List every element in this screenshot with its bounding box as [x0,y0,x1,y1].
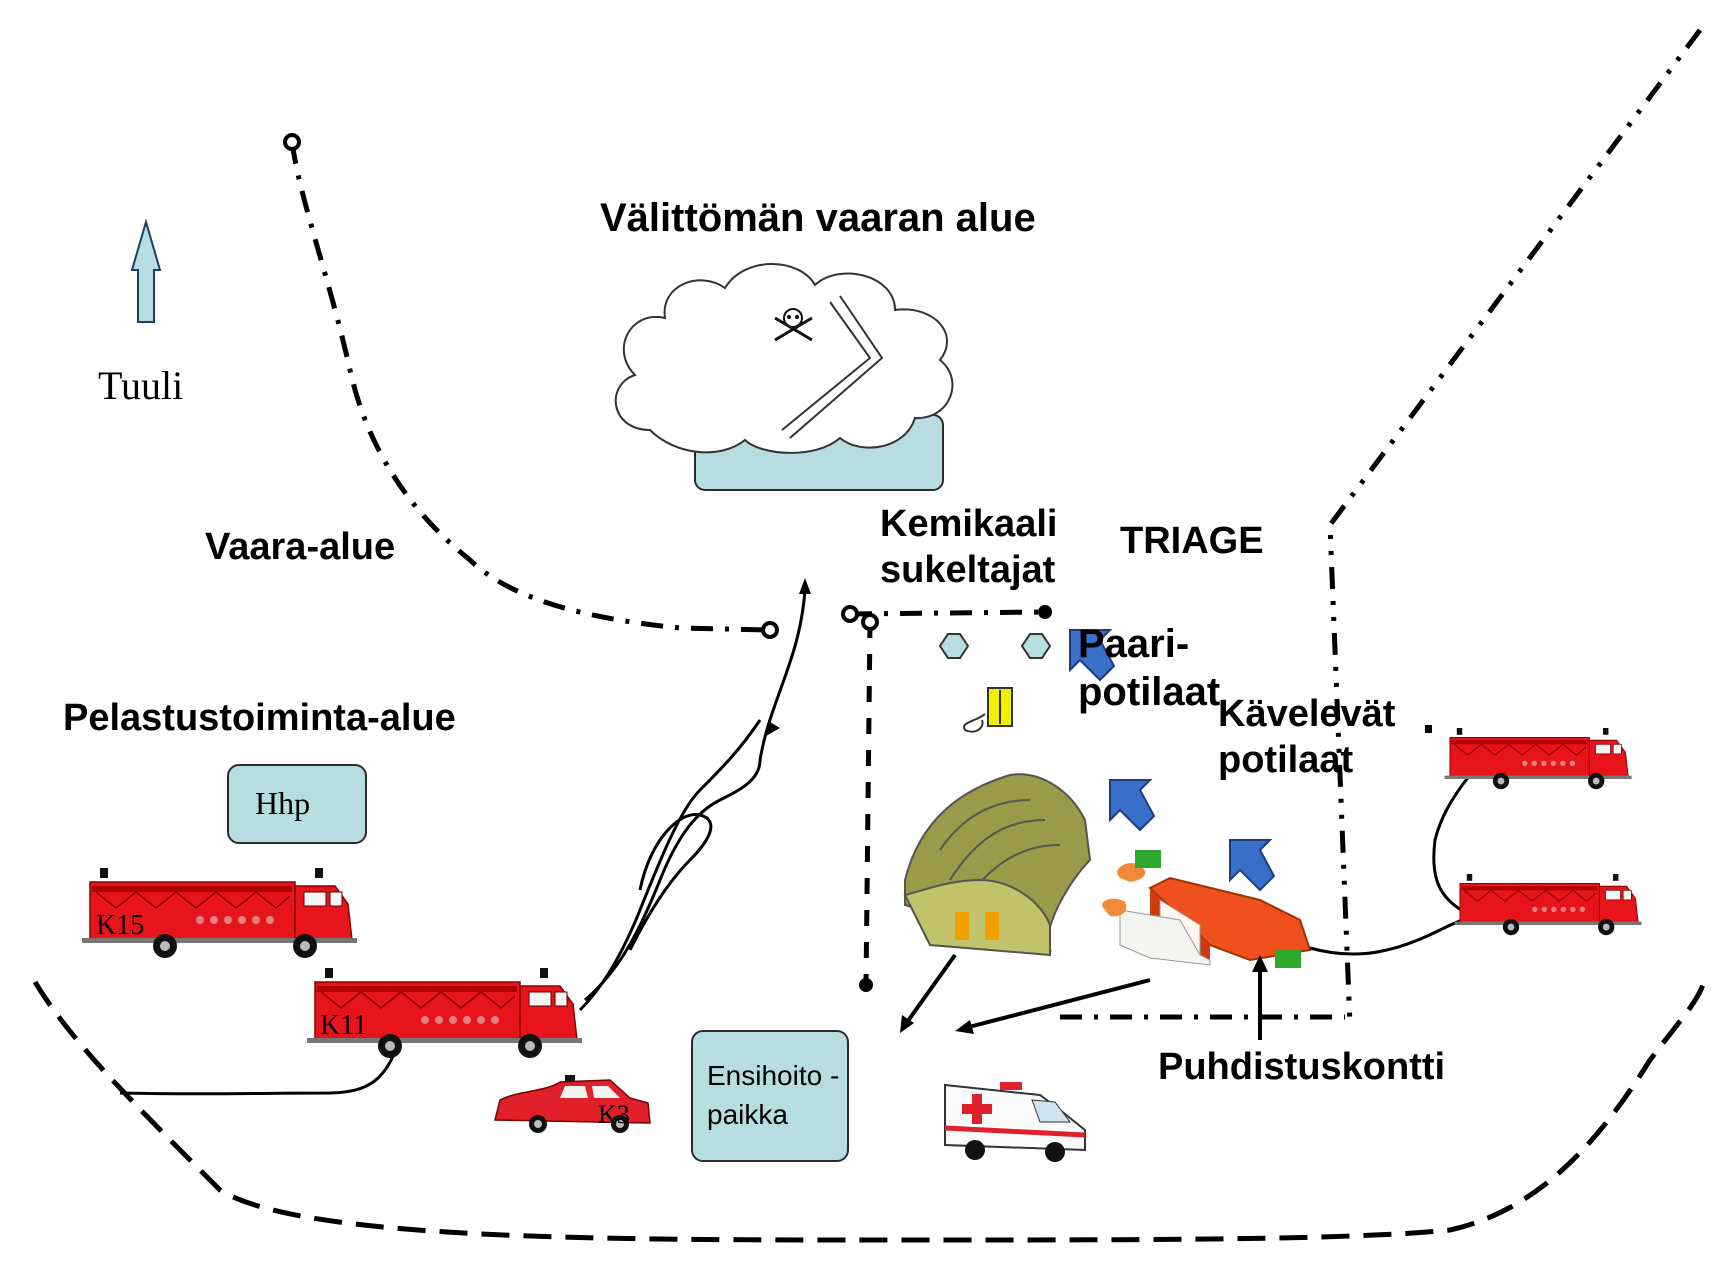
ambulance [944,1082,1086,1162]
danger-zone-boundary [289,141,771,633]
triage-zone-boundary [849,609,1046,617]
truck-right-bottom [1454,873,1643,936]
title-immediate-danger-zone: Välittömän vaaran alue [600,196,1036,240]
stretcher-icon [963,687,1013,733]
decon-container-label: Puhdistuskontti [1158,1046,1446,1088]
car-k3 [494,1075,651,1133]
walking-patients-label: Kävelevät potilaat [1218,693,1396,781]
triage-label: TRIAGE [1120,520,1264,562]
rescue-zone-boundary [32,977,1708,1243]
first-aid-box [691,1030,849,1162]
hose-right-trucks [1432,774,1472,917]
truck-right-top [1444,727,1633,790]
wind-label: Tuuli [98,363,184,408]
warm-zone-left-boundary [863,621,873,986]
triage-marker-2 [1020,633,1052,659]
triage-marker-1 [938,633,970,659]
evacuation-path-2 [584,589,807,1002]
right-zone-boundary [1327,28,1703,1026]
decon-tent [903,773,1092,957]
flow-arrow-tent [903,953,957,1027]
hhp-label: Hhp [255,785,311,821]
stretcher-patients-label: Paari- potilaat [1078,622,1221,714]
hazard-cloud [614,263,954,454]
vehicle-k11-label: K11 [320,1010,368,1041]
rescue-zone-label: Pelastustoiminta-alue [63,697,456,739]
danger-zone-label: Vaara-alue [205,526,396,568]
flow-arrow-container [964,978,1151,1030]
chemical-divers-label: Kemikaali sukeltajat [880,503,1058,591]
vehicle-k15-label: K15 [96,910,145,941]
evacuation-path-3 [628,812,713,951]
pointer-walking [1229,839,1275,891]
hhp-box [227,764,367,844]
vehicle-k3-label: K3 [598,1100,630,1129]
pointer-stretcher [1109,779,1155,831]
evacuation-path [578,719,762,1012]
up-arrow-icon [130,218,162,323]
decon-container [1102,850,1312,968]
skull-crossbones-icon [774,308,813,342]
first-aid-label: Ensihoito - paikka [707,1060,840,1131]
